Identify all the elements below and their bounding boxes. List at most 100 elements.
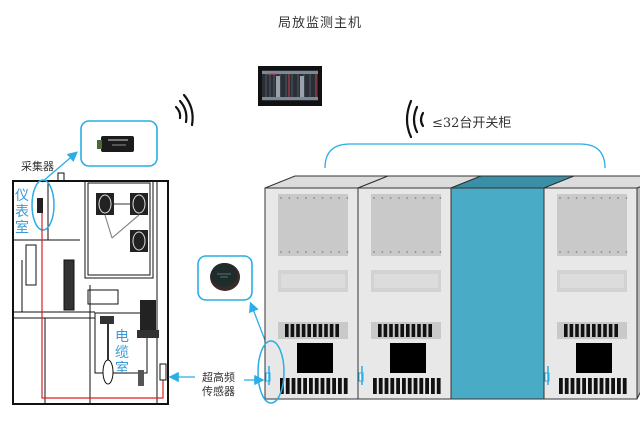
collector-arrow (41, 151, 78, 183)
vent-slot (576, 378, 581, 394)
wireless-signal-icon (174, 93, 194, 127)
rivet (575, 197, 578, 199)
vent-slot (407, 378, 412, 394)
rivet (422, 251, 425, 253)
vent-slot (384, 378, 389, 394)
rivet (398, 197, 400, 199)
rivet (381, 197, 384, 199)
cabinet-1-top-panel (278, 194, 348, 256)
rivet (338, 197, 340, 199)
vent-slot (417, 324, 421, 337)
uhf-sensor-icon (210, 263, 240, 291)
vent-slot (373, 378, 377, 394)
rivet (346, 197, 349, 199)
vent-slot (586, 324, 590, 337)
vent-slot (564, 378, 569, 394)
rivet (321, 197, 324, 199)
vent-slot (425, 378, 429, 394)
vent-slot (301, 324, 306, 337)
vent-slot (400, 324, 404, 337)
label-line: 传感器 (202, 385, 235, 398)
label-char: 电 (115, 329, 129, 345)
vent-slot (582, 378, 586, 394)
vent-slot (436, 378, 441, 394)
vent-slot (419, 378, 424, 394)
vent-slot (422, 324, 427, 337)
cabinet-1-window (297, 343, 333, 373)
rivet (346, 251, 349, 253)
cabinet-4-top-panel (557, 194, 627, 256)
vent-slot (309, 378, 313, 394)
vent-slot (313, 324, 317, 337)
vent-slot (378, 324, 382, 337)
cabinet-2-name-plate-inner (374, 274, 438, 288)
vent-slot (332, 378, 336, 394)
vent-slot (575, 324, 579, 337)
uhf-sensor-in-cabinet (159, 363, 167, 381)
vent-slot (597, 324, 602, 337)
rivet (338, 251, 340, 253)
rivet (625, 251, 628, 253)
vent-slot (303, 378, 307, 394)
vent-slot (413, 378, 418, 394)
vent-slot (307, 324, 311, 337)
uhf-sensor-label: 超高频 传感器 (202, 371, 235, 399)
vent-slot (605, 378, 610, 394)
cabinet-4-window (576, 343, 612, 373)
vent-slot (431, 378, 435, 394)
cabinet-4-name-plate-inner (560, 274, 624, 288)
vent-slot (617, 378, 621, 394)
vent-slot (285, 324, 289, 337)
rivet (439, 197, 442, 199)
rivet (373, 197, 375, 199)
rivet (559, 251, 561, 253)
vent-slot (396, 378, 400, 394)
vent-slot (608, 324, 613, 337)
label-char: 表 (15, 204, 29, 220)
vent-slot (324, 324, 328, 337)
rivet (406, 197, 409, 199)
vent-slot (611, 378, 615, 394)
rivet (414, 251, 417, 253)
rivet (608, 251, 611, 253)
vent-slot (297, 378, 302, 394)
rivet (280, 197, 282, 199)
rivet (389, 197, 392, 199)
vent-slot (588, 378, 592, 394)
vent-slot (314, 378, 319, 394)
rivet (296, 251, 299, 253)
vent-slot (614, 324, 618, 337)
rivet (288, 251, 291, 253)
rivet (329, 251, 332, 253)
vent-slot (318, 324, 323, 337)
diagram-title: 局放监测主机 (277, 16, 362, 31)
vent-slot (580, 324, 585, 337)
collector-device-icon (97, 136, 134, 152)
cabinet-1-name-plate-inner (281, 274, 345, 288)
cable-room-label: 电 缆 室 (114, 329, 130, 377)
rivet (575, 251, 578, 253)
vent-slot (320, 378, 325, 394)
rivet (608, 197, 611, 199)
vent-slot (570, 378, 575, 394)
vent-slot (411, 324, 416, 337)
current-transformer-icons (96, 193, 148, 252)
label-char: 仪 (15, 188, 29, 204)
monitor-screen-icon (258, 66, 322, 106)
rivet (625, 197, 628, 199)
vent-slot (343, 378, 348, 394)
vent-slot (291, 378, 296, 394)
vent-slot (592, 324, 596, 337)
rivet (313, 251, 316, 253)
rivet (389, 251, 392, 253)
rivet (559, 197, 561, 199)
instrument-room-highlight (31, 179, 55, 231)
cabinet-2-top-panel (371, 194, 441, 256)
switchgear-cross-section (12, 172, 169, 405)
vent-slot (406, 324, 410, 337)
vent-slot (394, 324, 399, 337)
uhf-sensor-icon (544, 372, 550, 382)
rivet (373, 251, 375, 253)
rivet (431, 197, 433, 199)
